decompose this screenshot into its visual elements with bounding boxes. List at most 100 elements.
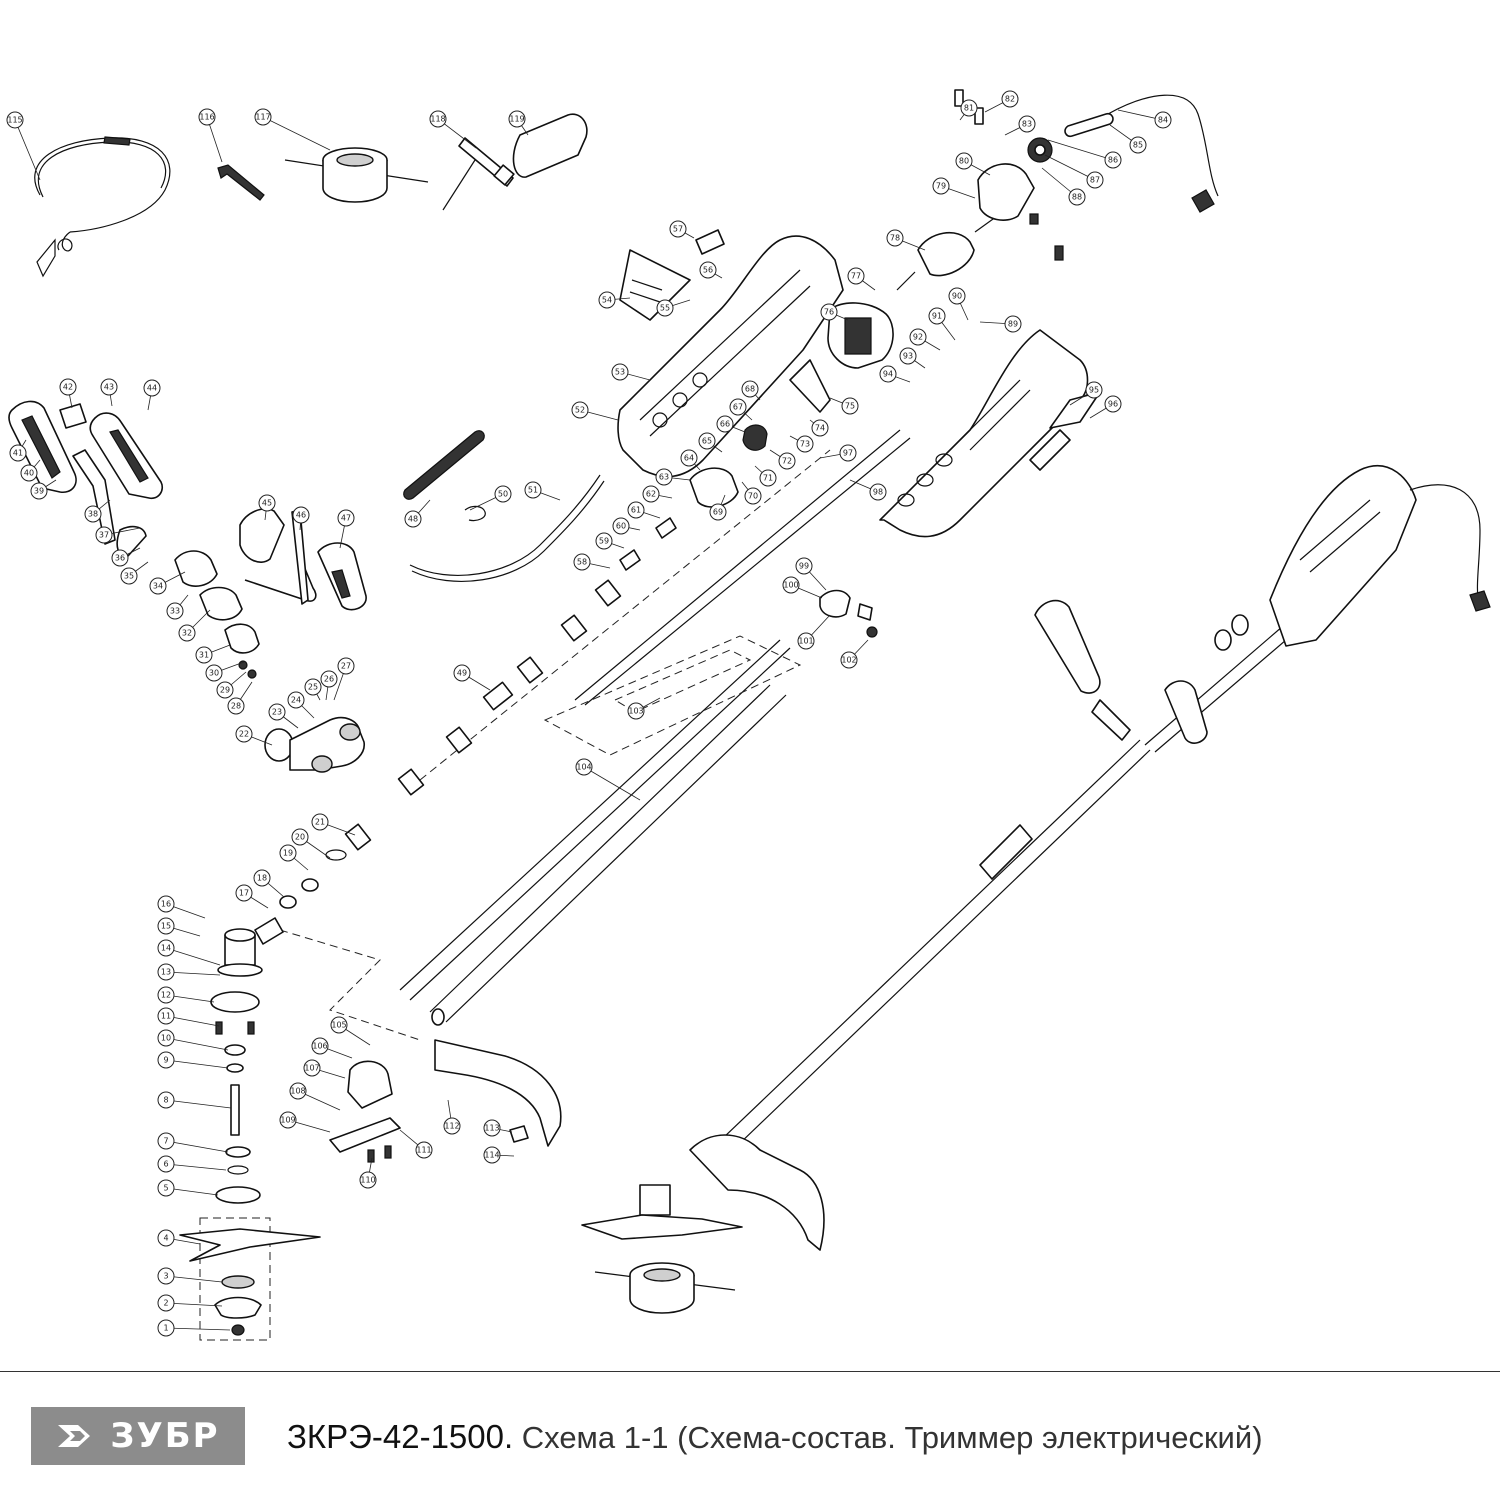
callout-number: 115 bbox=[7, 116, 22, 125]
callout-number: 16 bbox=[161, 900, 171, 909]
callout-60: 60 bbox=[612, 517, 630, 535]
callout-number: 10 bbox=[161, 1034, 171, 1043]
callout-number: 18 bbox=[257, 874, 267, 883]
callout-number: 98 bbox=[873, 488, 883, 497]
callout-number: 88 bbox=[1072, 193, 1082, 202]
callout-91: 91 bbox=[928, 307, 946, 325]
callout-number: 8 bbox=[163, 1096, 168, 1105]
callout-number: 39 bbox=[34, 487, 44, 496]
callout-leader-line bbox=[165, 1327, 231, 1331]
brush-holder bbox=[789, 359, 831, 413]
callout-number: 72 bbox=[782, 457, 792, 466]
callout-number: 32 bbox=[182, 629, 192, 638]
callout-57: 57 bbox=[669, 220, 687, 238]
callout-number: 91 bbox=[932, 312, 942, 321]
callout-98: 98 bbox=[869, 483, 887, 501]
grass-guard bbox=[434, 1039, 562, 1147]
callout-77: 77 bbox=[847, 267, 865, 285]
callout-20: 20 bbox=[291, 828, 309, 846]
callout-number: 17 bbox=[239, 889, 249, 898]
callout-number: 60 bbox=[616, 522, 626, 531]
callout-9: 9 bbox=[157, 1051, 175, 1069]
callout-number: 33 bbox=[170, 607, 180, 616]
drive-coupling-parts bbox=[619, 424, 768, 571]
callout-number: 111 bbox=[416, 1146, 431, 1155]
callout-number: 21 bbox=[315, 818, 325, 827]
callout-number: 1 bbox=[163, 1324, 168, 1333]
hex-key bbox=[217, 164, 265, 201]
callout-number: 51 bbox=[528, 486, 538, 495]
callout-32: 32 bbox=[178, 624, 196, 642]
callout-number: 74 bbox=[815, 424, 825, 433]
callout-67: 67 bbox=[729, 398, 747, 416]
callout-84: 84 bbox=[1154, 111, 1172, 129]
callout-10: 10 bbox=[157, 1029, 175, 1047]
callout-51: 51 bbox=[524, 481, 542, 499]
callout-75: 75 bbox=[841, 397, 859, 415]
callout-number: 9 bbox=[163, 1056, 168, 1065]
callout-number: 67 bbox=[733, 403, 743, 412]
callout-35: 35 bbox=[120, 567, 138, 585]
callout-39: 39 bbox=[30, 482, 48, 500]
exploded-parts-diagram: 1234567891011121314151617181920212223242… bbox=[6, 89, 1491, 1341]
callout-118: 118 bbox=[429, 110, 447, 128]
callout-83: 83 bbox=[1018, 115, 1036, 133]
handle-clamp-assembly bbox=[174, 550, 260, 679]
callout-leader-line bbox=[165, 1037, 229, 1051]
callout-80: 80 bbox=[955, 152, 973, 170]
callout-number: 53 bbox=[615, 368, 625, 377]
callout-65: 65 bbox=[698, 432, 716, 450]
callout-number: 105 bbox=[331, 1021, 346, 1030]
callout-8: 8 bbox=[157, 1091, 175, 1109]
callout-number: 61 bbox=[631, 506, 641, 515]
callout-number: 71 bbox=[763, 474, 773, 483]
assembled-trimmer bbox=[581, 465, 1491, 1314]
callout-93: 93 bbox=[899, 347, 917, 365]
blade-cover bbox=[512, 113, 588, 178]
callout-119: 119 bbox=[508, 110, 526, 128]
callout-number: 23 bbox=[272, 708, 282, 717]
callout-number: 37 bbox=[99, 531, 109, 540]
callout-number: 94 bbox=[883, 370, 893, 379]
small-screws-top bbox=[954, 89, 1064, 261]
callout-number: 66 bbox=[720, 420, 730, 429]
callout-number: 30 bbox=[209, 669, 219, 678]
callout-4: 4 bbox=[157, 1229, 175, 1247]
callout-number: 41 bbox=[13, 449, 23, 458]
callout-number: 84 bbox=[1158, 116, 1168, 125]
callout-62: 62 bbox=[642, 485, 660, 503]
callout-61: 61 bbox=[627, 501, 645, 519]
callout-number: 70 bbox=[748, 492, 758, 501]
drive-shaft-tube bbox=[399, 429, 911, 1001]
callout-72: 72 bbox=[778, 452, 796, 470]
shaft-clamp bbox=[819, 589, 878, 638]
callout-33: 33 bbox=[166, 602, 184, 620]
callout-108: 108 bbox=[289, 1082, 307, 1100]
shaft-bushings bbox=[344, 449, 831, 851]
callout-number: 62 bbox=[646, 490, 656, 499]
callout-number: 59 bbox=[599, 537, 609, 546]
callout-41: 41 bbox=[9, 444, 27, 462]
callout-number: 75 bbox=[845, 402, 855, 411]
motor-vent-cover bbox=[619, 249, 691, 321]
callout-leader-line bbox=[165, 1302, 223, 1307]
retaining-clip bbox=[464, 505, 486, 522]
callout-88: 88 bbox=[1068, 188, 1086, 206]
callout-43: 43 bbox=[100, 378, 118, 396]
callout-number: 56 bbox=[703, 266, 713, 275]
callout-leader-line bbox=[1044, 154, 1096, 181]
callout-50: 50 bbox=[494, 485, 512, 503]
callout-69: 69 bbox=[709, 503, 727, 521]
callout-17: 17 bbox=[235, 884, 253, 902]
handle-lock-knob bbox=[264, 716, 365, 773]
gear bbox=[1027, 137, 1053, 163]
rear-handle-right-half bbox=[239, 508, 367, 611]
callout-leader-line bbox=[165, 947, 221, 966]
callout-number: 117 bbox=[255, 113, 270, 122]
callout-106: 106 bbox=[311, 1037, 329, 1055]
callout-number: 76 bbox=[824, 308, 834, 317]
callout-number: 14 bbox=[161, 944, 171, 953]
callout-number: 82 bbox=[1005, 95, 1015, 104]
callout-74: 74 bbox=[811, 419, 829, 437]
callout-number: 118 bbox=[430, 115, 445, 124]
